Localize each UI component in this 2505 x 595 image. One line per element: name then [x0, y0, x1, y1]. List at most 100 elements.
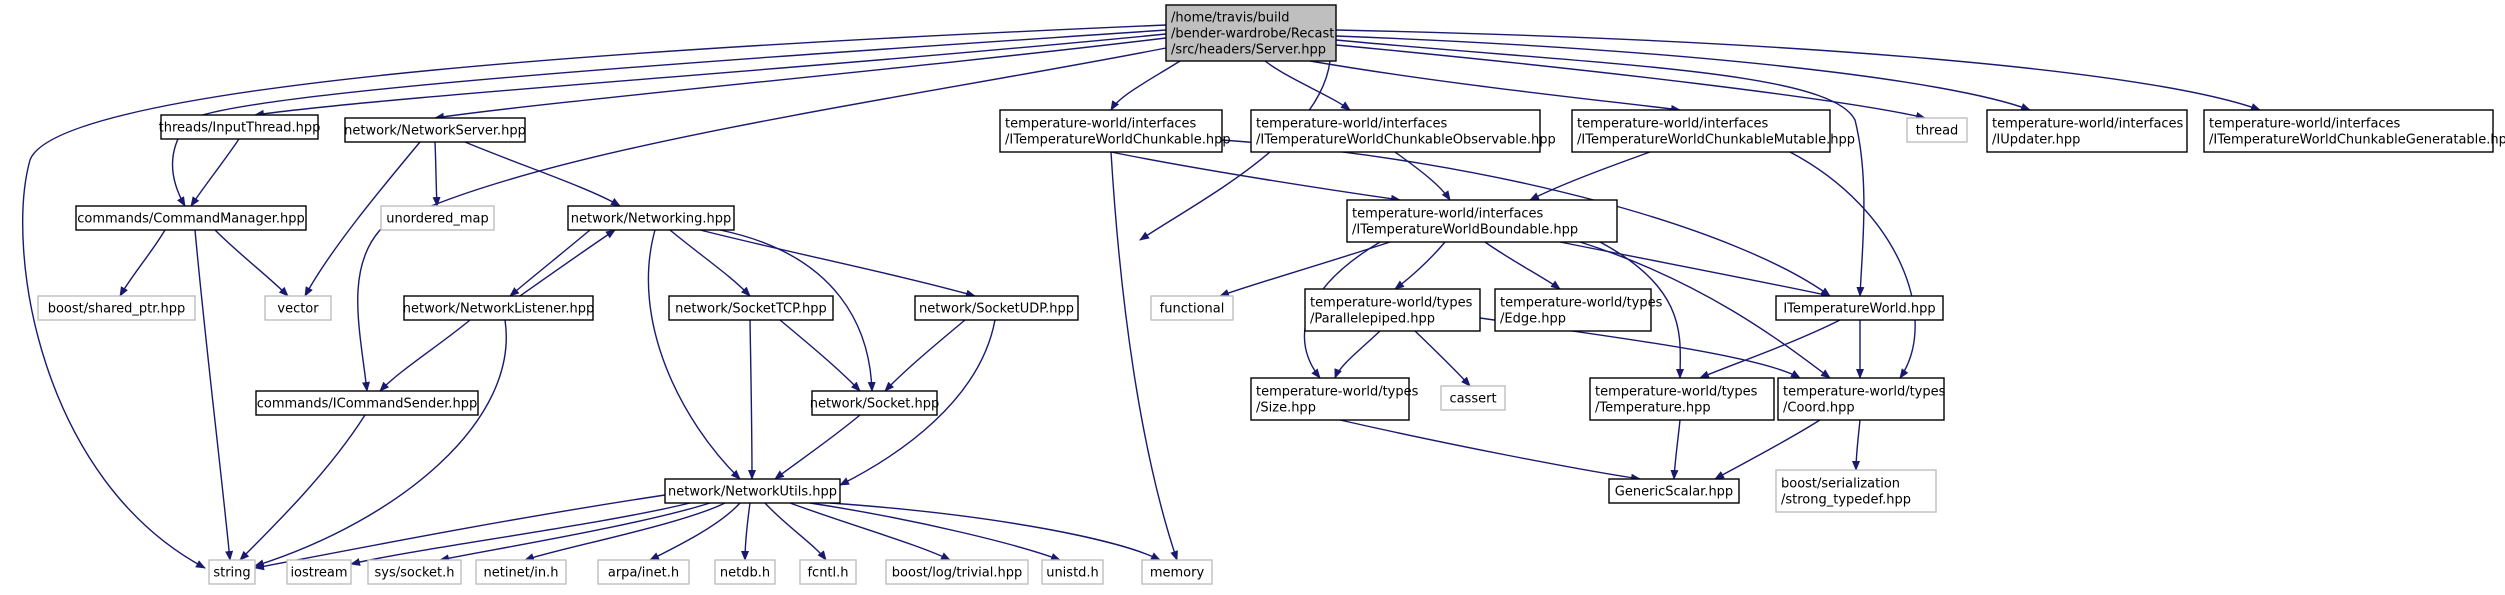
- edge-path: [194, 229, 234, 561]
- edge-path: [1789, 151, 1916, 379]
- edge-path: [254, 319, 507, 568]
- edge-network_server-to-unordered_map: [432, 141, 441, 207]
- edge-path: [789, 502, 951, 561]
- edge-network_utils-to-memory: [829, 502, 1161, 561]
- node-label-line: temperature-world/interfaces: [1256, 117, 1448, 132]
- dependency-edges: [22, 24, 2261, 571]
- edge-temperature_type-to-generic_scalar: [1670, 419, 1681, 480]
- node-label-line: network/NetworkServer.hpp: [344, 124, 526, 139]
- edge-path: [1394, 151, 1451, 201]
- node-label-line: commands/ICommandSender.hpp: [257, 397, 477, 412]
- node-temperature-type[interactable]: temperature-world/types/Temperature.hpp: [1589, 377, 1775, 421]
- node-input-thread[interactable]: threads/InputThread.hpp: [159, 114, 321, 140]
- node-itemperature-world[interactable]: ITemperatureWorld.hpp: [1775, 295, 1944, 321]
- edge-socket_tcp-to-socket: [779, 319, 861, 392]
- edge-path: [747, 319, 756, 480]
- node-box: [1250, 377, 1410, 421]
- node-network-listener[interactable]: network/NetworkListener.hpp: [403, 295, 594, 321]
- node-size-type[interactable]: temperature-world/types/Size.hpp: [1250, 377, 1419, 421]
- edge-chunkable_observable-to-boundable: [1394, 151, 1451, 201]
- node-label-line: temperature-world/types: [1500, 296, 1663, 311]
- edge-parallelepiped-to-size_type: [1334, 330, 1381, 379]
- edge-itemperature_world-to-temperature_type: [1699, 319, 1841, 379]
- edge-path: [432, 141, 441, 207]
- node-label-line: boost/log/trivial.hpp: [892, 566, 1022, 581]
- edge-path: [439, 502, 711, 563]
- node-updater[interactable]: temperature-world/interfaces/IUpdater.hp…: [1986, 109, 2188, 153]
- node-command-sender[interactable]: commands/ICommandSender.hpp: [255, 390, 479, 416]
- node-socket-udp[interactable]: network/SocketUDP.hpp: [914, 295, 1079, 321]
- edge-chunkable-to-memory: [1110, 151, 1178, 561]
- node-box: [1775, 469, 1937, 513]
- node-box: [1777, 377, 1945, 421]
- edge-path: [524, 502, 726, 561]
- edge-path: [119, 229, 166, 297]
- node-network-server[interactable]: network/NetworkServer.hpp: [344, 117, 526, 143]
- node-parallelepiped[interactable]: temperature-world/types/Parallelepiped.h…: [1304, 288, 1481, 332]
- edge-path: [519, 229, 616, 297]
- node-label-line: memory: [1150, 566, 1205, 581]
- node-box: [1906, 117, 1968, 143]
- node-label-line: temperature-world/interfaces: [2209, 117, 2401, 132]
- node-box: [885, 559, 1029, 585]
- edge-input_thread-to-command_manager: [190, 138, 240, 207]
- node-boundable[interactable]: temperature-world/interfaces/ITemperatur…: [1346, 199, 1618, 243]
- node-label-line: /ITemperatureWorldBoundable.hpp: [1352, 223, 1578, 238]
- edge-path: [774, 414, 861, 480]
- node-box: [664, 478, 841, 504]
- node-label-line: cassert: [1449, 392, 1496, 407]
- edge-network_utils-to-unistd: [809, 502, 1061, 561]
- edge-network_listener-to-command_sender: [379, 319, 471, 392]
- node-generic-scalar[interactable]: GenericScalar.hpp: [1608, 478, 1740, 504]
- edge-networking-to-socket: [719, 229, 876, 392]
- node-label-line: /IUpdater.hpp: [1992, 133, 2080, 148]
- node-unordered-map: unordered_map: [380, 205, 495, 231]
- node-networking[interactable]: network/Networking.hpp: [567, 205, 735, 231]
- node-socket-tcp[interactable]: network/SocketTCP.hpp: [668, 295, 834, 321]
- edge-root-to-itemperature_world: [1335, 39, 1865, 297]
- edge-path: [647, 229, 741, 480]
- edge-path: [1110, 151, 1401, 203]
- node-label-line: /ITemperatureWorldChunkableGeneratable.h…: [2209, 133, 2505, 148]
- edge-path: [1110, 151, 1178, 561]
- edge-network_utils-to-fcntl: [764, 502, 827, 561]
- node-command-manager[interactable]: commands/CommandManager.hpp: [75, 205, 307, 231]
- node-network-utils[interactable]: network/NetworkUtils.hpp: [664, 478, 841, 504]
- node-box: [1440, 385, 1506, 411]
- node-label-line: commands/CommandManager.hpp: [77, 212, 305, 227]
- node-chunkable-mutable[interactable]: temperature-world/interfaces/ITemperatur…: [1571, 109, 1855, 153]
- node-box: [286, 559, 352, 585]
- edge-path: [1335, 29, 2261, 111]
- edge-network_utils-to-string: [254, 494, 666, 571]
- node-label-line: network/NetworkUtils.hpp: [668, 485, 837, 500]
- node-boost-shared-ptr: boost/shared_ptr.hpp: [37, 295, 196, 321]
- node-chunkable[interactable]: temperature-world/interfaces/ITemperatur…: [999, 109, 1231, 153]
- edge-path: [1335, 44, 1926, 120]
- node-box: [811, 390, 938, 416]
- edge-network_utils-to-sys_socket: [439, 502, 711, 563]
- node-root[interactable]: /home/travis/build/bender-wardrobe/Recas…: [1165, 4, 1337, 62]
- edge-root-to-command_sender: [357, 47, 1167, 392]
- node-chunkable-generatable[interactable]: temperature-world/interfaces/ITemperatur…: [2203, 109, 2505, 153]
- edge-path: [649, 502, 741, 561]
- node-coord-type[interactable]: temperature-world/types/Coord.hpp: [1777, 377, 1946, 421]
- edge-boundable-to-functional: [1219, 241, 1391, 297]
- edge-path: [764, 502, 827, 561]
- edge-network_utils-to-netdb: [741, 502, 751, 561]
- node-label-line: /home/travis/build: [1171, 11, 1289, 26]
- node-box: [1165, 4, 1337, 62]
- edge-path: [357, 47, 1167, 392]
- edge-path: [254, 494, 666, 571]
- node-edge-type[interactable]: temperature-world/types/Edge.hpp: [1494, 288, 1663, 332]
- node-socket[interactable]: network/Socket.hpp: [810, 390, 940, 416]
- edge-root-to-command_manager: [171, 29, 1167, 207]
- edge-network_server-to-vector: [304, 141, 421, 297]
- node-netdb: netdb.h: [714, 559, 776, 585]
- node-box: [2203, 109, 2494, 153]
- node-box: [1250, 109, 1541, 153]
- node-label-line: GenericScalar.hpp: [1615, 485, 1733, 500]
- node-box: [1571, 109, 1831, 153]
- edge-path: [1599, 241, 1685, 379]
- node-chunkable-observable[interactable]: temperature-world/interfaces/ITemperatur…: [1250, 109, 1556, 153]
- edge-path: [1264, 60, 1351, 111]
